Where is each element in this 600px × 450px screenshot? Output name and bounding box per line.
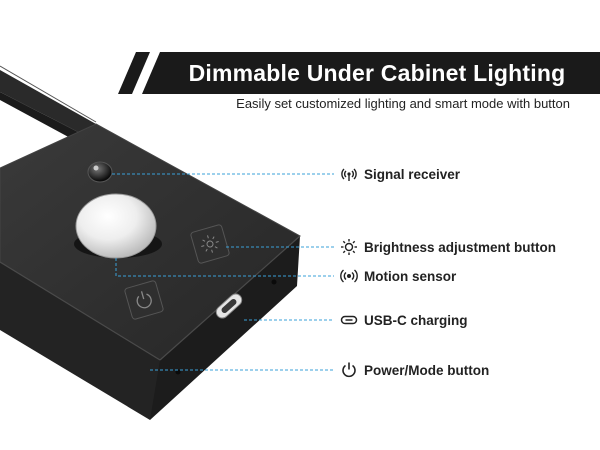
callout-line-motion: [115, 258, 334, 277]
side-hole: [271, 279, 277, 285]
callout-label: Motion sensor: [364, 268, 457, 284]
page-title: Dimmable Under Cabinet Lighting: [188, 60, 566, 86]
callout-label: USB-C charging: [364, 312, 468, 328]
light-bar-strip: [0, 70, 96, 136]
light-bar-strip-back: [0, 92, 86, 140]
banner-background: [142, 52, 600, 94]
title-banner: [118, 52, 600, 94]
brightness-button: [190, 224, 230, 264]
page-subtitle: Easily set customized lighting and smart…: [236, 96, 570, 111]
power-button: [124, 280, 164, 320]
device-right-face: [150, 236, 300, 420]
callout-usb-c-charging: USB-C charging: [340, 310, 468, 330]
callout-brightness-button: Brightness adjustment button: [340, 237, 556, 257]
callout-label: Brightness adjustment button: [364, 239, 556, 255]
motion-icon: [340, 267, 358, 285]
callout-label: Power/Mode button: [364, 362, 490, 378]
callout-power-mode-button: Power/Mode button: [340, 360, 489, 380]
signal-receiver-lens: [87, 161, 113, 183]
power-icon: [340, 361, 358, 379]
signal-icon: [340, 165, 358, 183]
usb-c-icon: [340, 311, 358, 329]
banner-accent-stripe: [118, 52, 150, 94]
device-edge: [0, 261, 161, 361]
callout-signal-receiver: Signal receiver: [340, 164, 460, 184]
light-bar-edge: [0, 65, 97, 123]
device-front-face: [0, 262, 160, 420]
callout-label: Signal receiver: [364, 166, 461, 182]
callout-motion-sensor: Motion sensor: [340, 266, 456, 286]
side-hole: [175, 369, 181, 375]
motion-sensor-dome: [75, 193, 157, 259]
sun-icon: [340, 238, 358, 256]
